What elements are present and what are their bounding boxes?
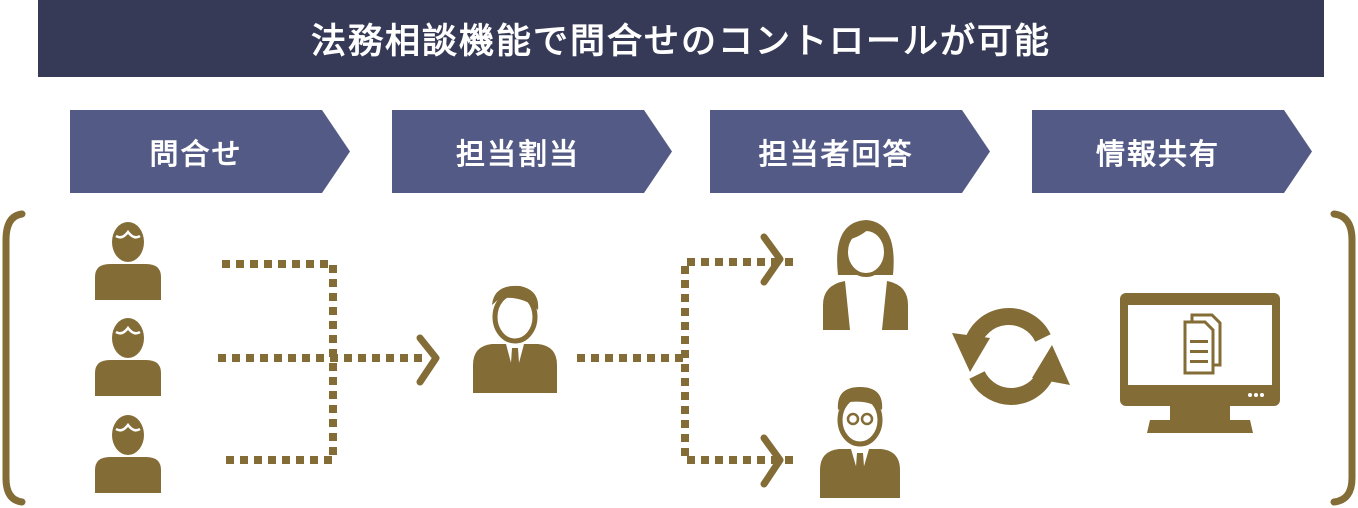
step-label: 担当者回答 xyxy=(758,136,914,171)
right-bracket xyxy=(1330,210,1356,506)
step-label: 担当割当 xyxy=(455,136,580,171)
step-assignment: 担当割当 xyxy=(392,110,672,193)
male-staff-glasses-icon xyxy=(820,387,900,498)
monitor-document-icon xyxy=(1120,293,1280,433)
requester-icons xyxy=(93,220,163,495)
user-icon xyxy=(93,220,163,302)
manager-icon xyxy=(473,285,557,393)
user-icon xyxy=(93,413,163,495)
step-inquiry: 問合せ xyxy=(70,110,350,193)
left-bracket xyxy=(2,210,26,506)
user-icon xyxy=(93,316,163,398)
step-label: 問合せ xyxy=(149,136,243,171)
female-staff-icon xyxy=(823,220,908,330)
arrowheads xyxy=(416,233,784,488)
step-label: 情報共有 xyxy=(1095,136,1220,171)
dotted-connectors xyxy=(218,258,793,464)
step-share: 情報共有 xyxy=(1032,110,1312,193)
step-response: 担当者回答 xyxy=(710,110,990,193)
sync-icon xyxy=(963,308,1057,405)
diagram-title: 法務相談機能で問合せのコントロールが可能 xyxy=(38,0,1324,77)
